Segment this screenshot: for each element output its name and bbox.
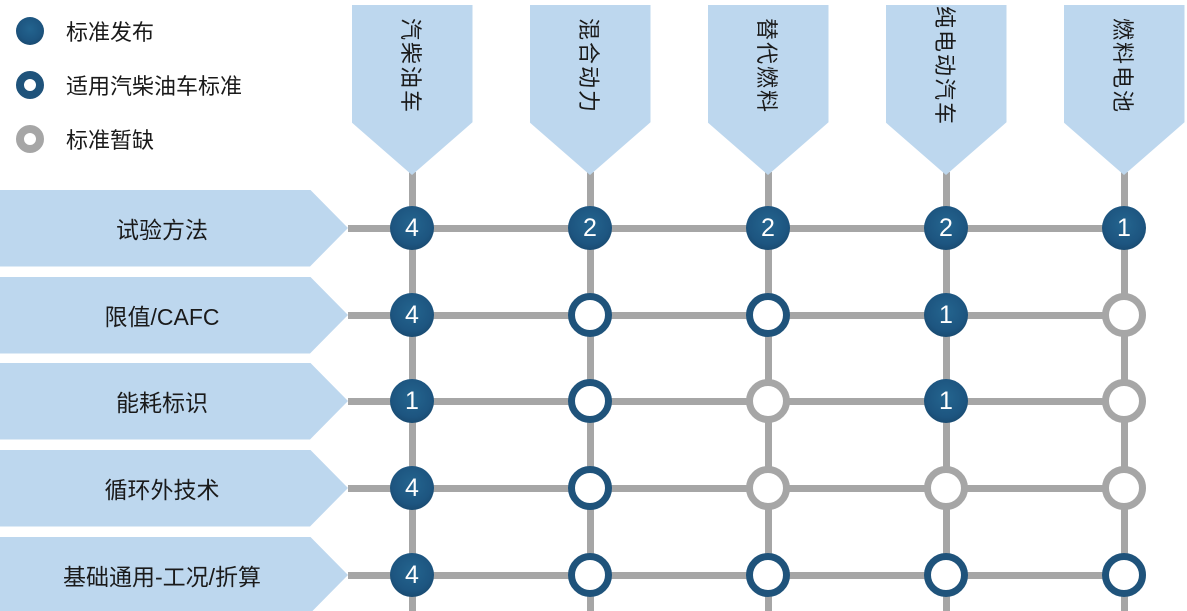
matrix-node: 4 bbox=[390, 206, 434, 250]
matrix-node: 4 bbox=[390, 293, 434, 337]
matrix-node: 1 bbox=[1102, 206, 1146, 250]
column-banner: 替代燃料 bbox=[707, 5, 829, 175]
matrix-node bbox=[746, 379, 790, 423]
node-count: 2 bbox=[583, 213, 597, 242]
column-label: 替代燃料 bbox=[753, 17, 779, 115]
matrix-node bbox=[1102, 553, 1146, 597]
legend-item-ring-blue: 适用汽柴油车标准 bbox=[16, 70, 242, 100]
node-count: 1 bbox=[405, 386, 419, 415]
matrix-node bbox=[924, 553, 968, 597]
grid-hline bbox=[348, 397, 1124, 405]
node-count: 4 bbox=[405, 213, 419, 242]
legend-ring-blue-icon bbox=[16, 71, 44, 99]
legend-label: 标准发布 bbox=[66, 20, 155, 45]
grid-hline bbox=[348, 311, 1124, 319]
column-banner-inner: 汽柴油车 bbox=[352, 5, 473, 127]
matrix-node bbox=[746, 293, 790, 337]
matrix-node: 1 bbox=[390, 379, 434, 423]
row-banner: 能耗标识 bbox=[0, 362, 348, 440]
legend-filled-icon bbox=[16, 17, 44, 45]
node-count: 1 bbox=[1117, 213, 1131, 242]
node-count: 4 bbox=[405, 300, 419, 329]
matrix-node bbox=[1102, 466, 1146, 510]
matrix-node bbox=[746, 466, 790, 510]
matrix-node bbox=[568, 293, 612, 337]
row-label: 试验方法 bbox=[116, 217, 208, 243]
legend-label: 适用汽柴油车标准 bbox=[66, 74, 243, 99]
column-banner: 汽柴油车 bbox=[351, 5, 473, 175]
row-label: 限值/CAFC bbox=[104, 304, 220, 330]
column-label: 燃料电池 bbox=[1109, 17, 1135, 115]
node-count: 2 bbox=[761, 213, 775, 242]
matrix-node bbox=[746, 553, 790, 597]
row-banner: 基础通用-工况/折算 bbox=[0, 536, 348, 611]
matrix-node: 4 bbox=[390, 553, 434, 597]
column-banner: 纯电动汽车 bbox=[885, 5, 1007, 175]
row-label: 基础通用-工况/折算 bbox=[62, 564, 262, 590]
column-label: 混合动力 bbox=[575, 17, 601, 115]
legend-item-filled: 标准发布 bbox=[16, 16, 242, 46]
matrix-node bbox=[568, 379, 612, 423]
column-label: 纯电动汽车 bbox=[931, 5, 957, 127]
matrix-node bbox=[568, 466, 612, 510]
matrix-node: 4 bbox=[390, 466, 434, 510]
row-banner: 试验方法 bbox=[0, 189, 348, 267]
legend-label: 标准暂缺 bbox=[66, 128, 155, 153]
column-banner-inner: 燃料电池 bbox=[1064, 5, 1185, 127]
matrix-node: 2 bbox=[746, 206, 790, 250]
node-count: 4 bbox=[405, 560, 419, 589]
column-banner-inner: 纯电动汽车 bbox=[886, 5, 1007, 127]
node-count: 2 bbox=[939, 213, 953, 242]
column-label: 汽柴油车 bbox=[397, 17, 423, 115]
matrix-node: 1 bbox=[924, 293, 968, 337]
node-count: 1 bbox=[939, 386, 953, 415]
matrix-node: 1 bbox=[924, 379, 968, 423]
matrix-node bbox=[568, 553, 612, 597]
legend: 标准发布适用汽柴油车标准标准暂缺 bbox=[16, 16, 242, 154]
legend-ring-gray-icon bbox=[16, 125, 44, 153]
row-banner: 限值/CAFC bbox=[0, 276, 348, 354]
node-count: 1 bbox=[939, 300, 953, 329]
matrix-node: 2 bbox=[568, 206, 612, 250]
column-banner-inner: 替代燃料 bbox=[708, 5, 829, 127]
column-banner-inner: 混合动力 bbox=[530, 5, 651, 127]
column-banner: 混合动力 bbox=[529, 5, 651, 175]
row-label: 能耗标识 bbox=[116, 390, 208, 416]
node-count: 4 bbox=[405, 473, 419, 502]
grid-hline bbox=[348, 224, 1124, 232]
matrix-node bbox=[1102, 293, 1146, 337]
column-banner: 燃料电池 bbox=[1063, 5, 1185, 175]
grid-hline bbox=[348, 484, 1124, 492]
row-banner: 循环外技术 bbox=[0, 449, 348, 527]
grid-hline bbox=[348, 571, 1124, 579]
row-label: 循环外技术 bbox=[104, 477, 220, 503]
matrix-node: 2 bbox=[924, 206, 968, 250]
matrix-node bbox=[924, 466, 968, 510]
legend-item-ring-gray: 标准暂缺 bbox=[16, 124, 242, 154]
matrix-node bbox=[1102, 379, 1146, 423]
